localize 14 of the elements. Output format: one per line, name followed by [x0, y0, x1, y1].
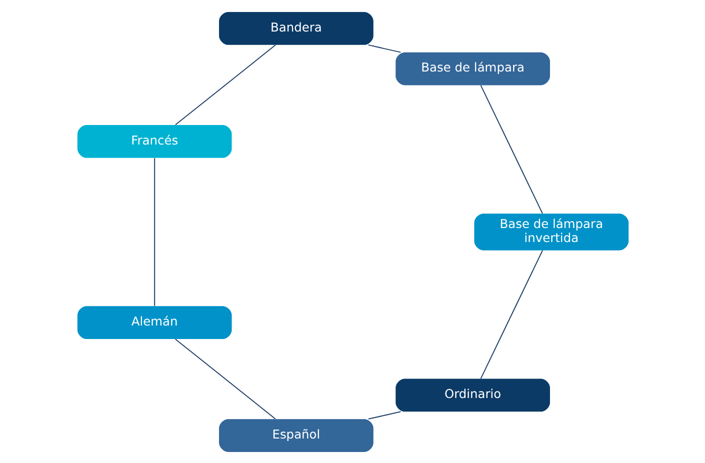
connector	[480, 249, 543, 379]
connector	[367, 44, 401, 52]
connector	[174, 338, 276, 419]
connector	[480, 84, 542, 214]
node-box: Base de lámpara invertida	[474, 213, 628, 250]
node-box: Ordinario	[395, 378, 550, 412]
node-box: Francés	[76, 124, 232, 158]
connector	[174, 44, 276, 125]
node-box: Español	[218, 418, 373, 452]
node-box: Bandera	[218, 12, 373, 44]
connector	[154, 157, 155, 306]
node-box: Base de lámpara	[395, 52, 550, 85]
node-box: Alemán	[76, 306, 232, 338]
connector	[367, 410, 401, 420]
